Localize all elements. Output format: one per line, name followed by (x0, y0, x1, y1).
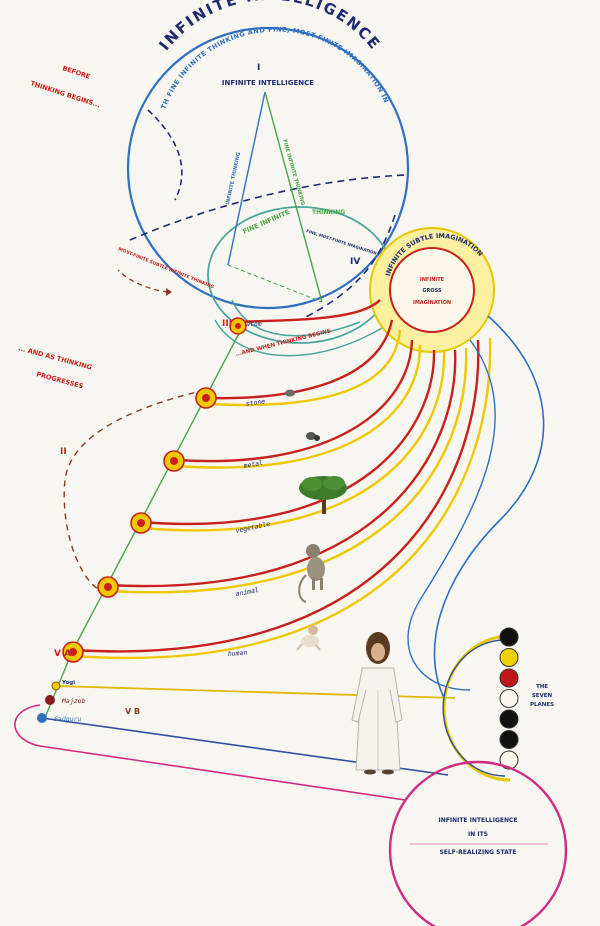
bottom-line-1: INFINITE INTELLIGENCE (439, 817, 518, 824)
planes-arc-yellow (442, 634, 511, 782)
yogi-label: Yogi (61, 680, 75, 686)
bottom-line-3: SELF-REALIZING STATE (439, 849, 516, 856)
arrow-head (166, 288, 172, 296)
fine-most-finite-label: FINE, MOST-FINITE IMAGINATION (306, 228, 378, 256)
dashed-horizontal-arc (129, 174, 406, 241)
thinking-begins-label: THINKING BEGINS... (29, 79, 101, 109)
sun-inner (389, 247, 475, 333)
fine-thinking-line (264, 91, 323, 303)
plane-circle-3 (499, 668, 519, 688)
stage-human: human (228, 649, 248, 658)
roman-II: II (60, 447, 67, 457)
before-label: BEFORE (61, 64, 91, 81)
stage-metal: metal (242, 459, 264, 470)
red-dashed-arc (117, 269, 169, 293)
stage-nodes (62, 317, 247, 663)
yogi-dot (51, 681, 61, 691)
plane-circle-1 (499, 627, 519, 647)
roman-VA: V A (54, 649, 71, 659)
stage-atom: atom (246, 320, 262, 328)
seven-planes (499, 627, 519, 770)
self-realizing-circle (388, 760, 568, 926)
evolution-line (71, 321, 246, 653)
stage-stone: stone (245, 397, 266, 408)
plane-circle-7 (499, 750, 519, 770)
plane-circle-4 (499, 689, 519, 708)
plane-circle-5 (499, 709, 519, 729)
stone-icon (285, 389, 295, 397)
planes-arc-blue (442, 639, 506, 777)
roman-III: III (222, 319, 232, 329)
blue-swirl (433, 315, 545, 701)
plane-circle-2 (499, 648, 519, 667)
infinite-intelligence-circle (126, 26, 410, 310)
evolution-dashed-arc (63, 389, 206, 591)
planes-label-3: PLANES (530, 702, 554, 708)
baby-icon (296, 625, 321, 651)
planes-label-2: SEVEN (532, 693, 553, 699)
thinking-label: THINKING (312, 209, 345, 216)
roman-IV: IV (350, 257, 360, 267)
connector-line (227, 264, 323, 303)
sadguru-dot (37, 713, 47, 723)
top-center-label: INFINITE INTELLIGENCE (222, 79, 314, 87)
metal-icon (306, 432, 320, 441)
teal-outer-arc (214, 319, 396, 357)
imagination-arcs (73, 299, 492, 659)
and-as-thinking-label: ... AND AS THINKING (17, 344, 92, 371)
monkey-icon (298, 544, 325, 603)
sun-inner-bottom: IMAGINATION (413, 300, 451, 306)
tree-icon (299, 476, 347, 514)
bottom-line-2: IN ITS (468, 831, 488, 838)
plane-circle-6 (499, 730, 519, 749)
sun-inner-top: INFINITE (420, 277, 445, 283)
inner-infinite-thinking: INFINITE THINKING (225, 152, 242, 206)
magenta-loop (14, 704, 406, 801)
planes-label-1: THE (536, 684, 548, 690)
majzoob-label: Majzob (61, 697, 86, 705)
most-finite-label: MOST-FINITE SUBTLE INFINITE THINKING (117, 246, 215, 290)
dashed-left-arc (147, 109, 183, 201)
roman-VB: V B (125, 707, 140, 716)
dashed-lower-arc (299, 214, 396, 321)
roman-I: I (257, 63, 260, 73)
meher-baba-figure (351, 632, 403, 775)
majzoob-dot (45, 695, 55, 705)
progresses-label: PROGRESSES (35, 370, 84, 390)
stage-animal: animal (235, 586, 260, 598)
sun-inner-middle: GROSS (422, 288, 442, 294)
teal-inner-arc (231, 299, 361, 337)
sadguru-label: Sadguru (54, 715, 81, 723)
blue-swirl-inner (407, 339, 496, 691)
infinite-thinking-line (227, 91, 266, 266)
